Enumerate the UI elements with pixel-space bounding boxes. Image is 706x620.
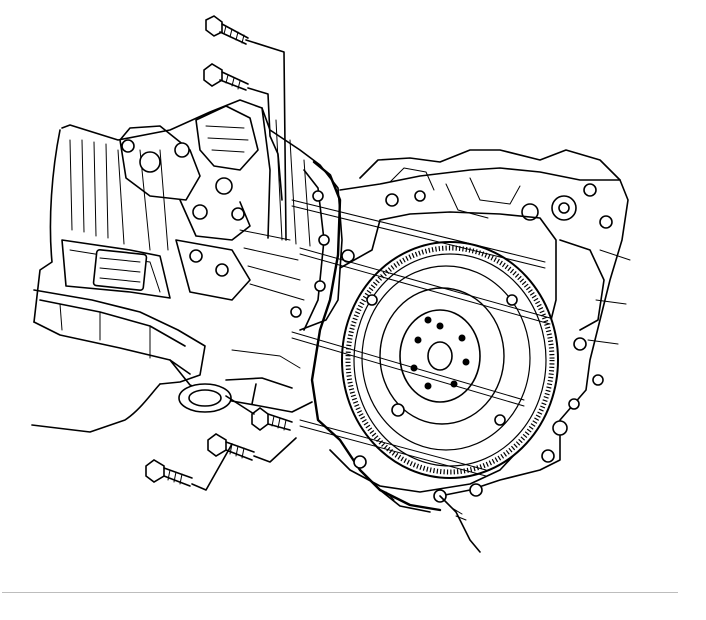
alignment-lines	[291, 199, 551, 477]
engine-block	[329, 149, 631, 503]
flywheel	[341, 241, 559, 479]
upper-bolt-1	[205, 15, 287, 241]
transmission-case	[31, 99, 442, 512]
lower-bolt-2	[207, 433, 297, 463]
engine-lower-detail	[379, 489, 481, 553]
upper-bolt-2	[203, 63, 283, 201]
lower-bolt-1	[225, 383, 293, 431]
lower-bolt-3	[145, 443, 233, 491]
bottom-divider	[2, 592, 678, 593]
